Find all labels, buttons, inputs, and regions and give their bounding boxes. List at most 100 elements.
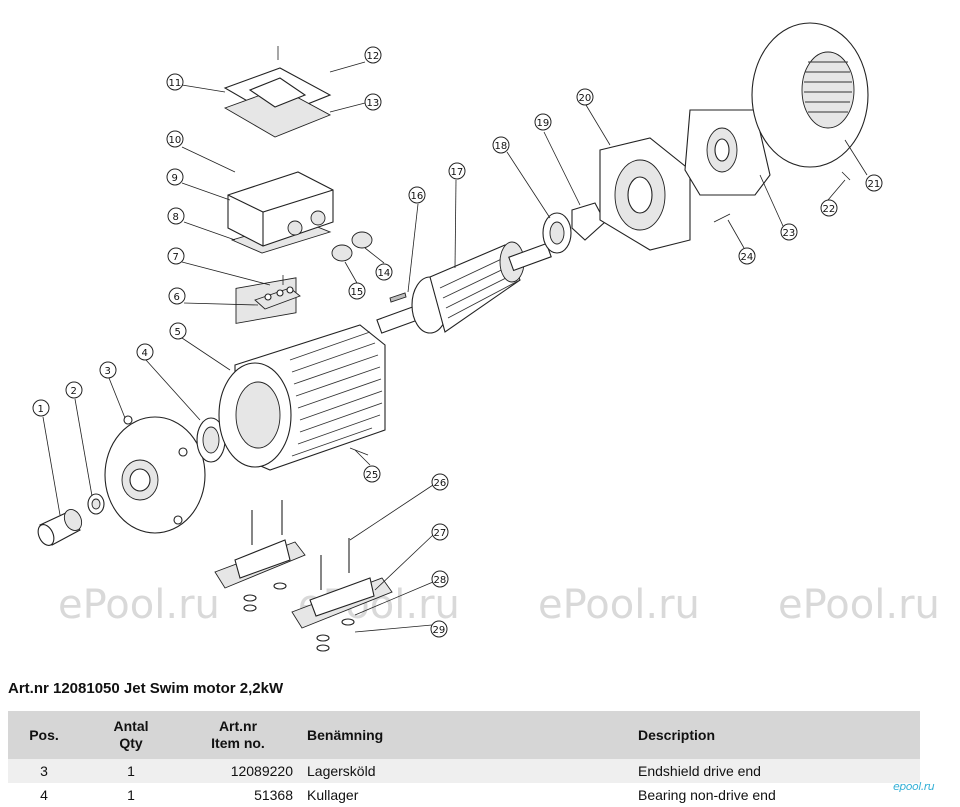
cell-name: Kullager bbox=[307, 787, 359, 803]
cell-description: Bearing non-drive end bbox=[638, 787, 776, 803]
svg-text:12: 12 bbox=[367, 51, 380, 62]
svg-text:11: 11 bbox=[169, 78, 182, 89]
header-name-sv: Benämning bbox=[307, 726, 384, 743]
part-fan-cover bbox=[751, 22, 869, 168]
svg-text:20: 20 bbox=[579, 93, 592, 104]
watermarks: ePool.ru ePool.ru ePool.ru ePool.ru bbox=[58, 582, 940, 628]
callout-18: 18 bbox=[492, 136, 510, 154]
part-screw-22 bbox=[841, 171, 851, 181]
callout-24: 24 bbox=[738, 247, 756, 265]
callout-1: 1 bbox=[32, 399, 50, 417]
part-rotor-shaft bbox=[376, 241, 552, 334]
part-seal-ring bbox=[87, 493, 105, 515]
svg-text:28: 28 bbox=[434, 575, 447, 586]
part-bearing-drive bbox=[196, 417, 226, 463]
callout-11: 11 bbox=[166, 73, 184, 91]
svg-text:27: 27 bbox=[434, 528, 447, 539]
svg-text:19: 19 bbox=[537, 118, 550, 129]
part-bearing-non-drive bbox=[542, 212, 572, 254]
header-description: Description bbox=[638, 726, 716, 743]
callout-2: 2 bbox=[65, 381, 83, 399]
watermark-3: ePool.ru bbox=[538, 582, 700, 628]
cell-qty: 1 bbox=[127, 763, 135, 779]
svg-text:9: 9 bbox=[172, 173, 178, 184]
callout-8: 8 bbox=[167, 207, 185, 225]
svg-text:26: 26 bbox=[434, 478, 447, 489]
callout-7: 7 bbox=[167, 247, 185, 265]
svg-text:3: 3 bbox=[105, 366, 111, 377]
header-qty-sv: Antal bbox=[113, 718, 149, 734]
callout-28: 28 bbox=[431, 570, 449, 588]
svg-text:16: 16 bbox=[411, 191, 424, 202]
svg-text:23: 23 bbox=[783, 228, 796, 239]
callout-27: 27 bbox=[431, 523, 449, 541]
callout-26: 26 bbox=[431, 473, 449, 491]
part-terminal-box-lid bbox=[223, 46, 332, 138]
svg-text:15: 15 bbox=[351, 287, 364, 298]
part-screw-24 bbox=[713, 213, 731, 223]
callout-21: 21 bbox=[865, 174, 883, 192]
header-qty: Antal Qty bbox=[80, 711, 182, 759]
svg-text:17: 17 bbox=[451, 167, 464, 178]
callout-6: 6 bbox=[168, 287, 186, 305]
svg-text:22: 22 bbox=[823, 204, 836, 215]
callout-22: 22 bbox=[820, 199, 838, 217]
part-mounting-feet bbox=[214, 500, 393, 652]
table-row: 4 1 51368 Kullager Bearing non-drive end bbox=[8, 783, 920, 807]
part-terminal-box bbox=[227, 171, 334, 254]
svg-text:24: 24 bbox=[741, 252, 754, 263]
part-endshield-non-drive bbox=[599, 137, 691, 251]
callout-leaders bbox=[42, 61, 868, 633]
svg-text:25: 25 bbox=[366, 470, 379, 481]
cell-art: 51368 bbox=[254, 787, 293, 803]
part-wave-spring bbox=[571, 202, 606, 241]
callout-17: 17 bbox=[448, 162, 466, 180]
callout-25: 25 bbox=[363, 465, 381, 483]
callout-19: 19 bbox=[534, 113, 552, 131]
part-stator-housing bbox=[218, 277, 386, 471]
part-cooling-fan bbox=[684, 109, 771, 196]
header-art-sv: Art.nr bbox=[218, 718, 258, 734]
callout-3: 3 bbox=[99, 361, 117, 379]
header-art: Art.nr Item no. bbox=[182, 711, 299, 759]
callout-4: 4 bbox=[136, 343, 154, 361]
cell-pos: 3 bbox=[40, 763, 48, 779]
svg-text:21: 21 bbox=[868, 179, 881, 190]
callout-29: 29 bbox=[430, 620, 448, 638]
callout-16: 16 bbox=[408, 186, 426, 204]
callout-10: 10 bbox=[166, 130, 184, 148]
table-row: 3 1 12089220 Lagersköld Endshield drive … bbox=[8, 759, 920, 783]
callout-12: 12 bbox=[364, 46, 382, 64]
svg-text:10: 10 bbox=[169, 135, 182, 146]
callout-9: 9 bbox=[166, 168, 184, 186]
svg-text:18: 18 bbox=[495, 141, 508, 152]
svg-text:7: 7 bbox=[173, 252, 179, 263]
cell-pos: 4 bbox=[40, 787, 48, 803]
svg-text:8: 8 bbox=[173, 212, 179, 223]
part-key bbox=[389, 292, 407, 303]
header-art-en: Item no. bbox=[211, 735, 265, 751]
cell-description: Endshield drive end bbox=[638, 763, 761, 779]
svg-text:1: 1 bbox=[38, 404, 44, 415]
exploded-view-diagram: ePool.ru ePool.ru ePool.ru ePool.ru bbox=[32, 22, 940, 652]
callout-23: 23 bbox=[780, 223, 798, 241]
cell-qty: 1 bbox=[127, 787, 135, 803]
part-endshield-drive-end bbox=[104, 415, 206, 534]
svg-text:6: 6 bbox=[174, 292, 180, 303]
svg-text:29: 29 bbox=[433, 625, 446, 636]
header-pos: Pos. bbox=[29, 726, 59, 743]
part-shaft-key bbox=[37, 509, 83, 546]
callout-20: 20 bbox=[576, 88, 594, 106]
callout-15: 15 bbox=[348, 282, 366, 300]
svg-text:13: 13 bbox=[367, 98, 380, 109]
svg-text:5: 5 bbox=[175, 327, 181, 338]
callout-14: 14 bbox=[375, 263, 393, 281]
svg-text:4: 4 bbox=[142, 348, 148, 359]
callout-13: 13 bbox=[364, 93, 382, 111]
parts-table: Pos. Antal Qty Art.nr Item no. Benämning… bbox=[8, 711, 920, 807]
cell-art: 12089220 bbox=[230, 763, 293, 779]
svg-text:14: 14 bbox=[378, 268, 391, 279]
svg-text:2: 2 bbox=[71, 386, 77, 397]
document-title: Art.nr 12081050 Jet Swim motor 2,2kW bbox=[8, 680, 284, 697]
part-screw-25 bbox=[349, 447, 369, 456]
